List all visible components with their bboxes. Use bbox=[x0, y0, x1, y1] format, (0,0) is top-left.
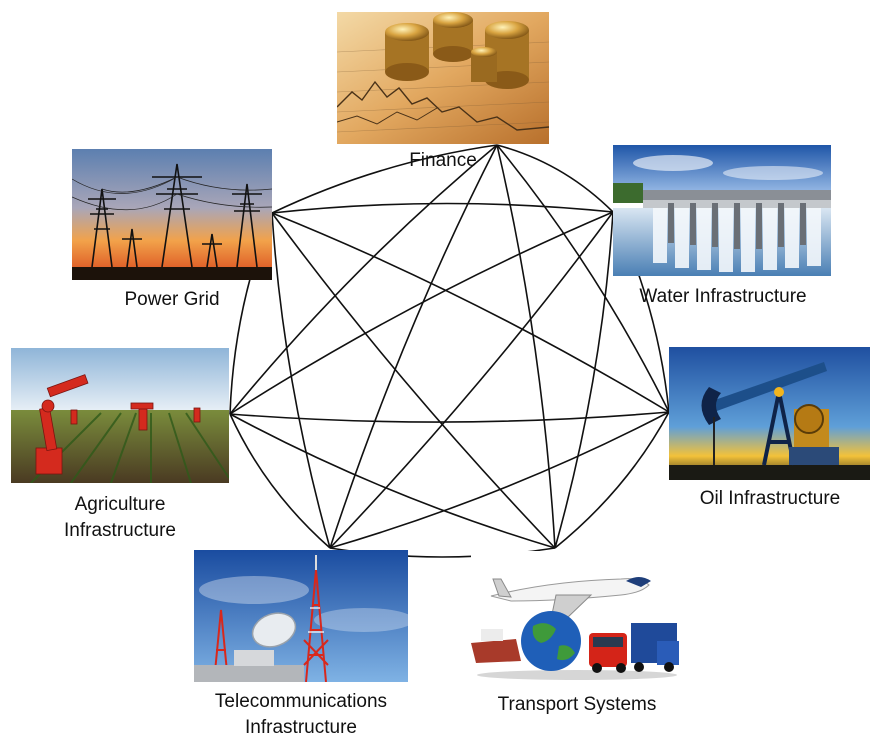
edge-finance-power-grid bbox=[271, 144, 498, 214]
edge-water-agriculture bbox=[229, 211, 614, 415]
edge-power-grid-oil bbox=[271, 212, 670, 413]
edge-finance-oil bbox=[496, 144, 670, 413]
edge-finance-telecom bbox=[329, 144, 498, 549]
agriculture-label: Agriculture Infrastructure bbox=[64, 494, 176, 541]
oil-label: Oil Infrastructure bbox=[699, 488, 841, 509]
edge-water-telecom bbox=[329, 211, 614, 549]
edge-finance-agriculture bbox=[229, 144, 498, 415]
edge-oil-transport bbox=[554, 411, 670, 549]
edge-finance-transport bbox=[496, 144, 556, 549]
transport-label: Transport Systems bbox=[497, 694, 657, 715]
power-grid-label: Power Grid bbox=[124, 289, 220, 310]
edge-oil-telecom bbox=[329, 411, 670, 549]
telecom-image bbox=[194, 550, 408, 682]
edge-water-transport bbox=[554, 211, 614, 549]
finance-image bbox=[337, 12, 549, 144]
agriculture-image bbox=[11, 348, 229, 483]
power-grid-image bbox=[72, 149, 272, 280]
oil-image bbox=[669, 347, 870, 480]
telecom-label: Telecommunications Infrastructure bbox=[214, 691, 388, 738]
edge-power-grid-water bbox=[271, 202, 614, 214]
water-label: Water Infrastructure bbox=[639, 286, 807, 307]
edge-power-grid-telecom bbox=[271, 212, 331, 549]
finance-label: Finance bbox=[409, 150, 477, 171]
transport-image bbox=[471, 551, 683, 681]
edge-power-grid-transport bbox=[271, 212, 556, 549]
edge-agriculture-telecom bbox=[229, 413, 331, 549]
edge-finance-water bbox=[496, 144, 614, 213]
water-image bbox=[613, 145, 831, 276]
edge-agriculture-transport bbox=[229, 413, 556, 549]
edges-layer bbox=[229, 144, 670, 558]
edge-agriculture-oil bbox=[229, 411, 670, 423]
